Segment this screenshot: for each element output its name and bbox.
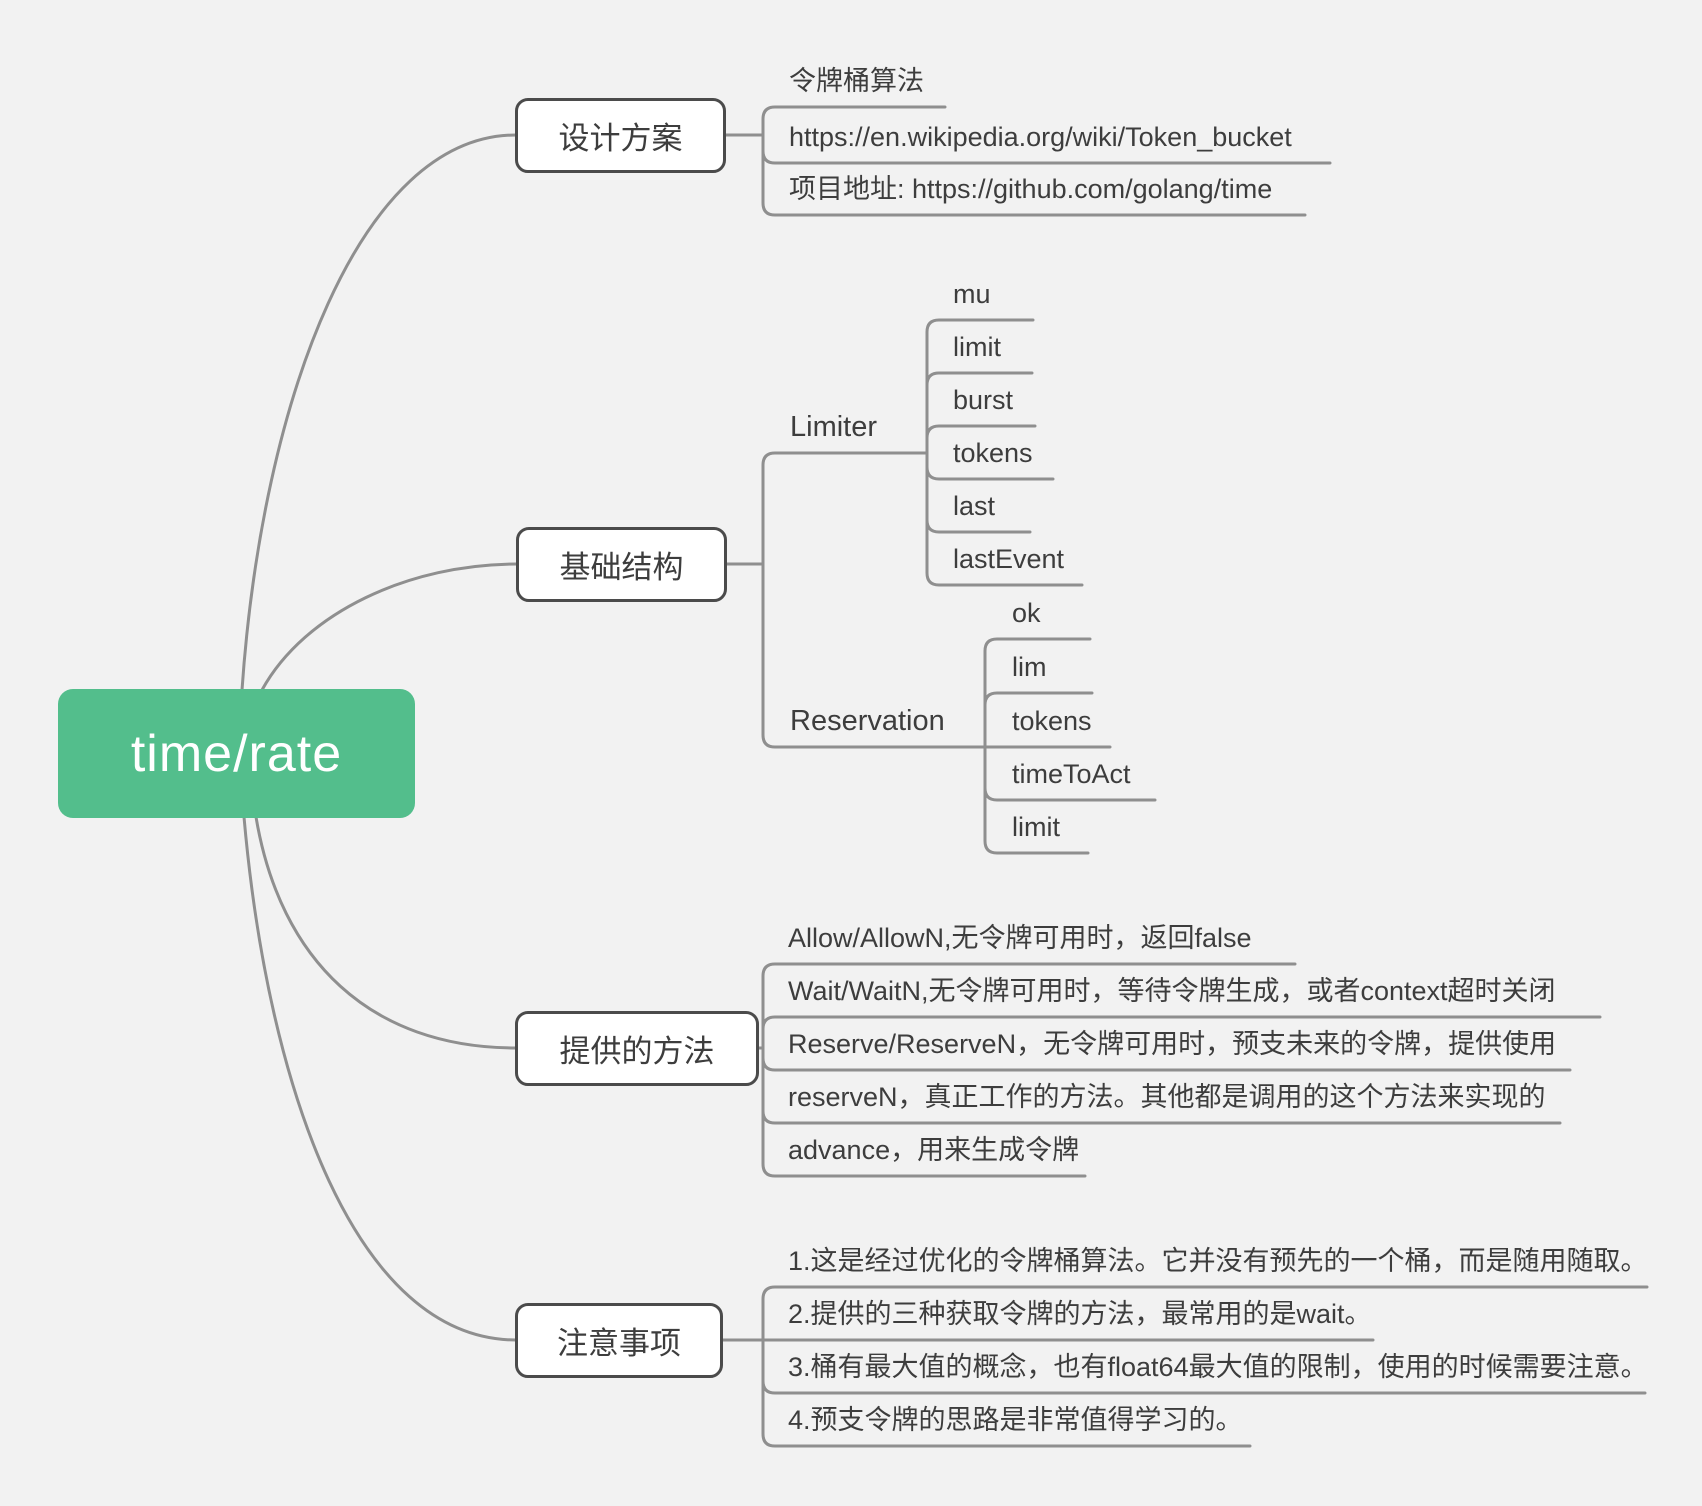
leaf-limiter-mu[interactable]: mu <box>953 279 991 309</box>
root-topic-time-rate[interactable]: time/rate <box>58 689 415 818</box>
leaf-method-wait[interactable]: Wait/WaitN,无令牌可用时，等待令牌生成，或者context超时关闭 <box>788 976 1556 1006</box>
leaf-reservation-tokens[interactable]: tokens <box>1012 706 1092 736</box>
branch-design-connectors <box>723 105 1332 217</box>
leaf-wikipedia-url[interactable]: https://en.wikipedia.org/wiki/Token_buck… <box>789 122 1292 152</box>
leaf-method-reserven[interactable]: reserveN，真正工作的方法。其他都是调用的这个方法来实现的 <box>788 1082 1546 1112</box>
leaf-project-url[interactable]: 项目地址: https://github.com/golang/time <box>789 174 1273 204</box>
leaf-note-2[interactable]: 2.提供的三种获取令牌的方法，最常用的是wait。 <box>788 1299 1372 1329</box>
leaf-limiter-burst[interactable]: burst <box>953 385 1014 415</box>
leaf-reservation-limit[interactable]: limit <box>1012 812 1060 842</box>
leaf-method-advance[interactable]: advance，用来生成令牌 <box>788 1135 1080 1165</box>
branch-methods-connectors <box>754 962 1602 1178</box>
branch-notes-connectors <box>720 1285 1649 1448</box>
leaf-note-1[interactable]: 1.这是经过优化的令牌桶算法。它并没有预先的一个桶，而是随用随取。 <box>788 1246 1648 1276</box>
leaf-limiter-last[interactable]: last <box>953 491 996 521</box>
leaf-limiter-lastevent[interactable]: lastEvent <box>953 544 1065 574</box>
branch-structure-connectors <box>724 318 1157 855</box>
topic-provided-methods[interactable]: 提供的方法 <box>515 1011 759 1086</box>
leaf-reservation-timetoact[interactable]: timeToAct <box>1012 759 1131 789</box>
leaf-reservation[interactable]: Reservation <box>790 705 945 737</box>
leaf-limiter-limit[interactable]: limit <box>953 332 1001 362</box>
root-connectors <box>240 133 519 1342</box>
topic-design-plan[interactable]: 设计方案 <box>515 98 726 173</box>
leaf-method-reserve[interactable]: Reserve/ReserveN，无令牌可用时，预支未来的令牌，提供使用 <box>788 1029 1557 1059</box>
leaf-reservation-ok[interactable]: ok <box>1012 598 1041 628</box>
topic-basic-structure[interactable]: 基础结构 <box>516 527 727 602</box>
leaf-reservation-lim[interactable]: lim <box>1012 652 1047 682</box>
leaf-method-allow[interactable]: Allow/AllowN,无令牌可用时，返回false <box>788 923 1252 953</box>
leaf-token-bucket-algorithm[interactable]: 令牌桶算法 <box>789 66 924 96</box>
topic-notes[interactable]: 注意事项 <box>515 1303 723 1378</box>
leaf-note-4[interactable]: 4.预支令牌的思路是非常值得学习的。 <box>788 1405 1243 1435</box>
leaf-note-3[interactable]: 3.桶有最大值的概念，也有float64最大值的限制，使用的时候需要注意。 <box>788 1352 1648 1382</box>
leaf-limiter[interactable]: Limiter <box>790 411 878 443</box>
leaf-limiter-tokens[interactable]: tokens <box>953 438 1033 468</box>
